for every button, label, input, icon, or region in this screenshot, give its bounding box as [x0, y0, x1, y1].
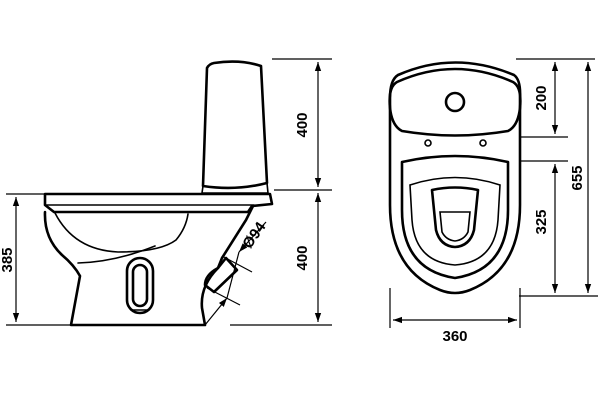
top-view-bowl-inner [439, 211, 471, 242]
dimension-655: 655 [569, 62, 592, 293]
dimension-bowl-400-label: 400 [294, 245, 311, 270]
dimension-200: 200 [516, 58, 595, 138]
top-view-body [388, 61, 522, 295]
top-view-cistern-lid [388, 67, 522, 137]
dimension-385: 385 [0, 193, 74, 326]
dimension-325-label: 325 [533, 209, 550, 234]
seat-hinge-hole-left [424, 139, 432, 147]
dimension-360-label: 360 [442, 328, 467, 345]
dimension-325: 325 [519, 160, 598, 297]
flush-button-icon [444, 91, 466, 113]
dimension-655-label: 655 [569, 165, 586, 190]
side-view-access-slot-inner [131, 263, 149, 308]
side-view-trap-line [77, 245, 156, 264]
seat-hinge-hole-right [479, 139, 487, 147]
top-view-seat-rim [400, 154, 510, 280]
side-view-cistern [201, 60, 269, 190]
top-view-bowl-well [430, 186, 480, 249]
side-view-bowl-inner [54, 212, 189, 253]
side-view-bowl [43, 204, 255, 327]
side-view-access-slot-outer [125, 256, 155, 315]
side-view [43, 60, 274, 327]
side-view-seat-rim [43, 192, 274, 214]
top-view [388, 61, 522, 295]
dimension-tank-400-label: 400 [294, 112, 311, 137]
dimension-200-label: 200 [533, 85, 550, 110]
dimension-385-label: 385 [0, 247, 16, 272]
dimension-360: 360 [389, 288, 521, 345]
dimension-bowl-400: 400 [230, 193, 332, 326]
top-view-seat-opening [409, 176, 501, 266]
dimension-tank-400: 400 [272, 58, 332, 191]
